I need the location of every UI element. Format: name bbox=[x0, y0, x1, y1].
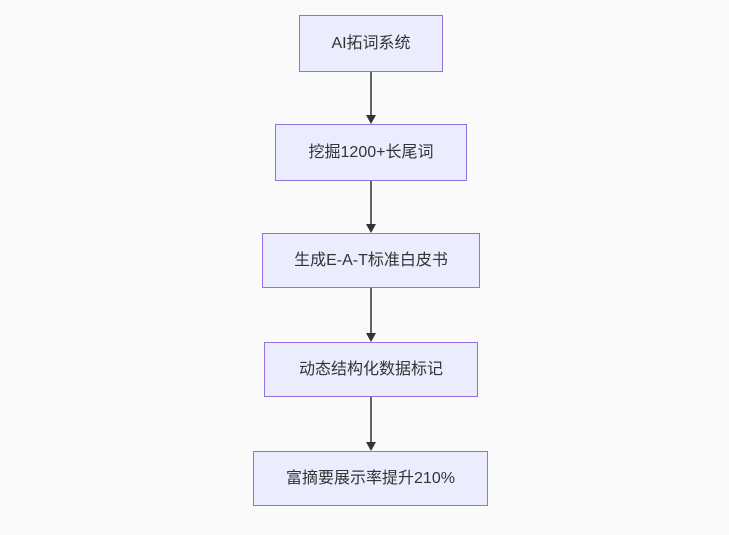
node-label: 富摘要展示率提升210% bbox=[286, 469, 455, 487]
edge-arrow bbox=[366, 181, 376, 233]
edge-arrow bbox=[366, 72, 376, 124]
flowchart-node-mine-longtail-keywords: 挖掘1200+长尾词 bbox=[275, 124, 467, 181]
node-label: 动态结构化数据标记 bbox=[298, 360, 443, 378]
flowchart-node-generate-eat-whitepaper: 生成E-A-T标准白皮书 bbox=[262, 233, 480, 288]
node-label: 挖掘1200+长尾词 bbox=[308, 143, 434, 161]
node-label: 生成E-A-T标准白皮书 bbox=[294, 251, 448, 269]
edge-arrow bbox=[366, 288, 376, 342]
edge-arrow bbox=[366, 397, 376, 451]
flowchart-node-dynamic-structured-data: 动态结构化数据标记 bbox=[264, 342, 478, 397]
flowchart-node-ai-keyword-system: AI拓词系统 bbox=[299, 15, 443, 72]
node-label: AI拓词系统 bbox=[331, 34, 411, 52]
flowchart-node-rich-snippet-rate: 富摘要展示率提升210% bbox=[253, 451, 488, 506]
